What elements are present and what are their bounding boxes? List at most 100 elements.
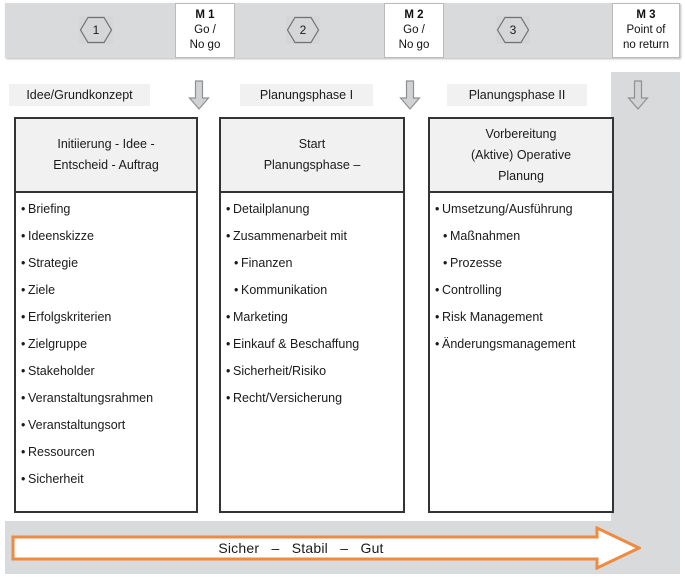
bullet-icon: • bbox=[226, 310, 231, 324]
bottom-arrow-shape bbox=[11, 525, 643, 571]
list-item-label: Detailplanung bbox=[233, 202, 310, 216]
list-item: •Prozesse bbox=[430, 255, 612, 271]
phase-label-1: Idee/Grundkonzept bbox=[9, 84, 150, 106]
bullet-icon: • bbox=[21, 310, 26, 324]
bullet-icon: • bbox=[435, 283, 440, 297]
milestone-bar bbox=[5, 3, 680, 58]
list-item-label: Kommunikation bbox=[241, 283, 328, 297]
bullet-icon: • bbox=[435, 337, 440, 351]
bullet-icon: • bbox=[234, 283, 239, 297]
list-item: •Erfolgskriterien bbox=[16, 309, 196, 325]
list-item: •Marketing bbox=[221, 309, 403, 325]
list-item: •Kommunikation bbox=[221, 282, 403, 298]
column-header-line: Entscheid - Auftrag bbox=[53, 158, 159, 172]
milestone-id: M 3 bbox=[636, 9, 656, 21]
bullet-icon: • bbox=[226, 391, 231, 405]
list-item: •Controlling bbox=[430, 282, 612, 298]
bullet-icon: • bbox=[21, 283, 26, 297]
list-item-label: Finanzen bbox=[241, 256, 293, 270]
list-item: •Zusammenarbeit mit bbox=[221, 228, 403, 244]
list-item: •Ziele bbox=[16, 282, 196, 298]
bullet-icon: • bbox=[443, 256, 448, 270]
bullet-icon: • bbox=[21, 202, 26, 216]
phase-marker-2: 2 bbox=[286, 16, 320, 44]
list-item-label: Ideenskizze bbox=[28, 229, 95, 243]
right-side-panel bbox=[611, 72, 680, 572]
milestone-id: M 2 bbox=[404, 9, 424, 21]
list-item: •Recht/Versicherung bbox=[221, 390, 403, 406]
hexagon-icon bbox=[286, 16, 320, 44]
milestone-line-1: Go / bbox=[403, 24, 425, 36]
list-item: •Maßnahmen bbox=[430, 228, 612, 244]
phase-label-3: Planungsphase II bbox=[447, 84, 587, 106]
list-item-label: Recht/Versicherung bbox=[233, 391, 343, 405]
bullet-icon: • bbox=[226, 202, 231, 216]
milestone-box-3: M 3 Point of no return bbox=[612, 3, 680, 58]
list-item: •Ideenskizze bbox=[16, 228, 196, 244]
list-item: •Zielgruppe bbox=[16, 336, 196, 352]
phase-number: 1 bbox=[92, 23, 100, 37]
down-arrow-1 bbox=[188, 80, 210, 110]
milestone-line-2: no return bbox=[622, 39, 670, 51]
list-item: •Risk Management bbox=[430, 309, 612, 325]
list-item-label: Einkauf & Beschaffung bbox=[233, 337, 360, 351]
list-item: •Stakeholder bbox=[16, 363, 196, 379]
list-item-label: Prozesse bbox=[450, 256, 503, 270]
column-header-line: Planung bbox=[498, 168, 544, 183]
list-item: •Einkauf & Beschaffung bbox=[221, 336, 403, 352]
list-item: •Briefing bbox=[16, 201, 196, 217]
list-item-label: Strategie bbox=[28, 256, 79, 270]
list-item-label: Zielgruppe bbox=[28, 337, 88, 351]
bullet-icon: • bbox=[443, 229, 448, 243]
milestone-line-2: No go bbox=[398, 39, 430, 51]
list-item-label: Ziele bbox=[28, 283, 56, 297]
hexagon-icon bbox=[79, 16, 113, 44]
list-item: •Veranstaltungsort bbox=[16, 417, 196, 433]
arrow-down-icon bbox=[627, 80, 649, 110]
list-item-label: Zusammenarbeit mit bbox=[233, 229, 347, 243]
list-item-label: Maßnahmen bbox=[450, 229, 521, 243]
column-item-list: •Briefing•Ideenskizze•Strategie•Ziele•Er… bbox=[16, 193, 196, 487]
list-item-label: Risk Management bbox=[442, 310, 543, 324]
bottom-arrow-label: Sicher – Stabil – Gut bbox=[218, 540, 384, 556]
milestone-line-1: Go / bbox=[194, 24, 216, 36]
column-header-line: Vorbereitung bbox=[485, 126, 557, 141]
list-item-label: Stakeholder bbox=[28, 364, 95, 378]
column-header-line: Planungsphase – bbox=[263, 158, 361, 172]
hexagon-icon bbox=[496, 16, 530, 44]
column-header-line: (Aktive) Operative bbox=[470, 147, 572, 162]
list-item: •Sicherheit bbox=[16, 471, 196, 487]
milestone-box-2: M 2 Go / No go bbox=[384, 3, 444, 58]
bullet-icon: • bbox=[435, 310, 440, 324]
bullet-icon: • bbox=[226, 364, 231, 378]
list-item: •Finanzen bbox=[221, 255, 403, 271]
arrow-down-icon bbox=[188, 80, 210, 110]
list-item-label: Erfolgskriterien bbox=[28, 310, 112, 324]
list-item: •Sicherheit/Risiko bbox=[221, 363, 403, 379]
bullet-icon: • bbox=[226, 337, 231, 351]
phase-number: 2 bbox=[299, 23, 307, 37]
list-item-label: Ressourcen bbox=[28, 445, 95, 459]
bullet-icon: • bbox=[21, 418, 26, 432]
list-item-label: Umsetzung/Ausführung bbox=[442, 202, 573, 216]
list-item-label: Controlling bbox=[442, 283, 502, 297]
bullet-icon: • bbox=[435, 202, 440, 216]
bullet-icon: • bbox=[21, 445, 26, 459]
list-item-label: Veranstaltungsrahmen bbox=[28, 391, 154, 405]
milestone-line-1: Point of bbox=[626, 24, 666, 36]
column-item-list: •Umsetzung/Ausführung•Maßnahmen•Prozesse… bbox=[430, 193, 612, 352]
list-item-label: Briefing bbox=[28, 202, 71, 216]
bullet-icon: • bbox=[226, 229, 231, 243]
list-item: •Strategie bbox=[16, 255, 196, 271]
phase-marker-1: 1 bbox=[79, 16, 113, 44]
list-item-label: Änderungsmanagement bbox=[442, 337, 576, 351]
list-item: •Änderungsmanagement bbox=[430, 336, 612, 352]
bullet-icon: • bbox=[21, 337, 26, 351]
bullet-icon: • bbox=[21, 364, 26, 378]
list-item-label: Sicherheit bbox=[28, 472, 84, 486]
